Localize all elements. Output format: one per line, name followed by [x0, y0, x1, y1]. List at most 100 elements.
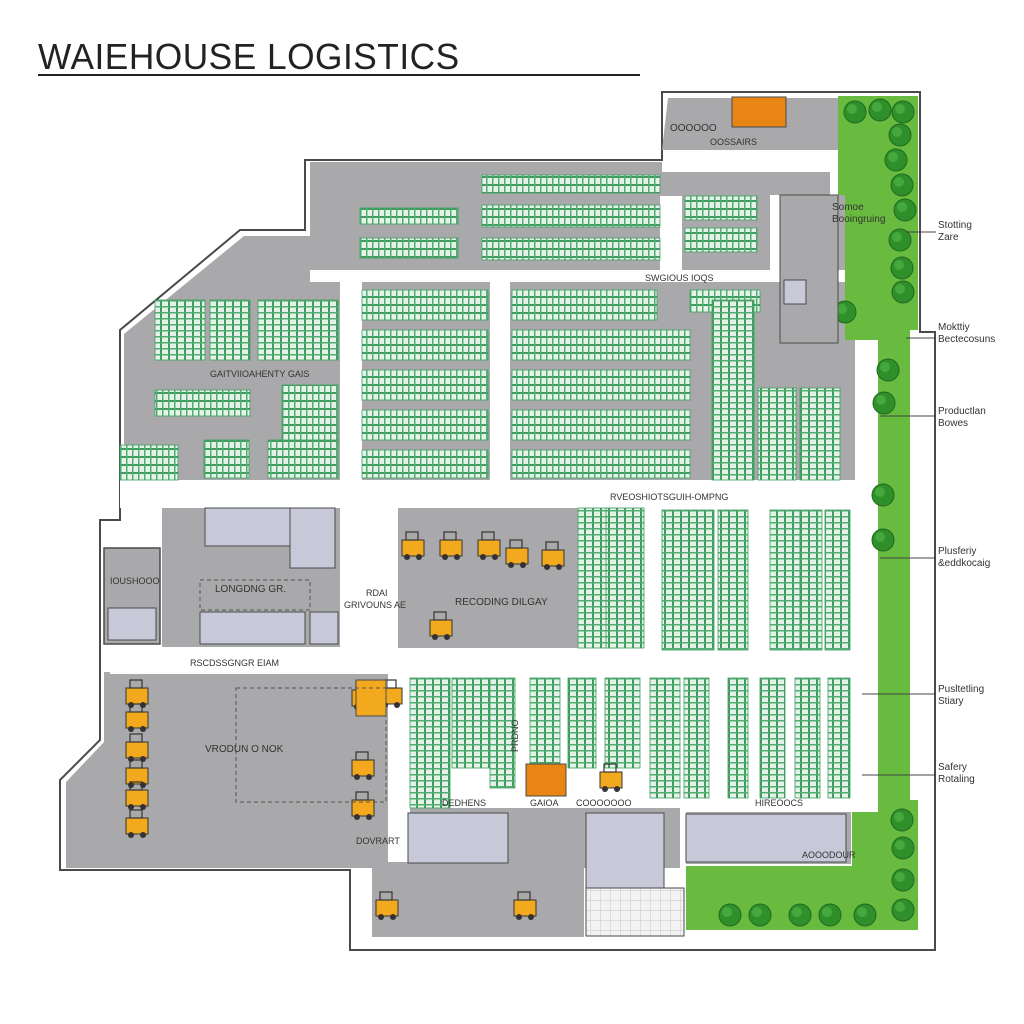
- forklift-icon: [351, 791, 375, 820]
- forklift-cage: [509, 539, 523, 549]
- forklift-wheel: [354, 814, 360, 820]
- rack-row: [361, 289, 489, 321]
- forklift-wheel: [454, 554, 460, 560]
- rack-row: [684, 227, 758, 253]
- tree-icon: [868, 98, 892, 122]
- forklift-body: [439, 539, 463, 557]
- forklift-wheel: [508, 562, 514, 568]
- legend-text: Bectecosuns: [938, 334, 995, 345]
- legend-text: Pusltetling: [938, 684, 984, 695]
- forklift-cage: [517, 891, 531, 901]
- offices: [103, 194, 847, 937]
- rack-row: [361, 329, 489, 361]
- label-upper-center: SWGIOUS IOQS: [645, 273, 714, 283]
- rack-column: [769, 509, 801, 651]
- label-lower-cross: RSCDSSGNGR EIAM: [190, 658, 279, 668]
- tree-icon: [890, 173, 914, 197]
- legend-text: Mokttiy: [938, 322, 970, 333]
- tree-highlight: [792, 907, 802, 917]
- forklift-wheel: [416, 554, 422, 560]
- tree-icon: [888, 123, 912, 147]
- forklift-wheel: [480, 554, 486, 560]
- forklift-wheel: [140, 804, 146, 810]
- rack-row: [511, 329, 691, 361]
- legend-text: Zare: [938, 232, 959, 243]
- rack-row: [359, 207, 459, 225]
- forklift-wheel: [378, 914, 384, 920]
- tree-highlight: [722, 907, 732, 917]
- rack-row: [511, 409, 691, 441]
- rack-row: [361, 409, 489, 441]
- rack-row: [361, 369, 489, 401]
- tree-icon: [891, 868, 915, 892]
- tree-highlight: [895, 284, 905, 294]
- tree-highlight: [876, 395, 886, 405]
- rack-column: [604, 677, 641, 769]
- forklift-body: [125, 789, 149, 807]
- forklift-icon: [351, 751, 375, 780]
- forklift-icon: [125, 809, 149, 838]
- tree-highlight: [872, 102, 882, 112]
- tree-icon: [891, 100, 915, 124]
- tree-icon: [718, 903, 742, 927]
- rack-column: [451, 677, 493, 769]
- forklift-wheel: [128, 726, 134, 732]
- forklift-body: [125, 741, 149, 759]
- tree-highlight: [857, 907, 867, 917]
- forklift-wheel: [432, 634, 438, 640]
- rack-column: [605, 507, 645, 649]
- legend-entry: Plusferiy&eddkocaig: [938, 546, 990, 569]
- label-receiving: RECODING DILGAY: [455, 597, 548, 608]
- tree-icon: [891, 836, 915, 860]
- forklift-wheel: [128, 804, 134, 810]
- tree-icon: [884, 148, 908, 172]
- label-vrodun: VRODUN O NOK: [205, 744, 284, 755]
- rack-column: [649, 677, 681, 799]
- forklift-wheel: [516, 914, 522, 920]
- forklift-body: [125, 817, 149, 835]
- tree-highlight: [892, 232, 902, 242]
- page-title: WAIEHOUSE LOGISTICS: [38, 36, 460, 77]
- forklift-icon: [125, 679, 149, 708]
- legend-leaders: [862, 231, 936, 776]
- tree-icon: [871, 483, 895, 507]
- forklift-wheel: [394, 702, 400, 708]
- storage-zone-line: Booingruing: [832, 214, 885, 225]
- rack-column: [827, 677, 851, 799]
- forklift-icon: [505, 539, 529, 568]
- tree-highlight: [897, 202, 907, 212]
- tree-highlight: [888, 152, 898, 162]
- rack-column: [257, 299, 339, 361]
- tree-highlight: [895, 840, 905, 850]
- forklift-icon: [125, 781, 149, 810]
- forklift-body: [513, 899, 537, 917]
- tree-icon: [890, 256, 914, 280]
- tree-highlight: [880, 362, 890, 372]
- forklift-wheel: [556, 564, 562, 570]
- title-underline: [38, 74, 640, 76]
- rack-column: [711, 299, 755, 481]
- forklift-body: [125, 711, 149, 729]
- forklift-wheel: [442, 554, 448, 560]
- forklift-icon: [439, 531, 463, 560]
- green-zone: [686, 96, 918, 930]
- tree-highlight: [822, 907, 832, 917]
- rack-row: [481, 204, 661, 228]
- forklift-wheel: [140, 832, 146, 838]
- forklift-wheel: [140, 756, 146, 762]
- forklift-cage: [355, 751, 369, 761]
- tree-icon: [843, 100, 867, 124]
- forklift-cage: [443, 531, 457, 541]
- forklift-icon: [541, 541, 565, 570]
- rack-column: [567, 677, 597, 769]
- rack-row: [119, 444, 179, 481]
- tree-icon: [833, 300, 857, 324]
- rack-row: [511, 369, 691, 401]
- forklift-wheel: [128, 756, 134, 762]
- tree-highlight: [837, 304, 847, 314]
- rack-column: [757, 387, 797, 481]
- label-upper-left: GAITVIIOAHENTY GAIS: [210, 369, 309, 379]
